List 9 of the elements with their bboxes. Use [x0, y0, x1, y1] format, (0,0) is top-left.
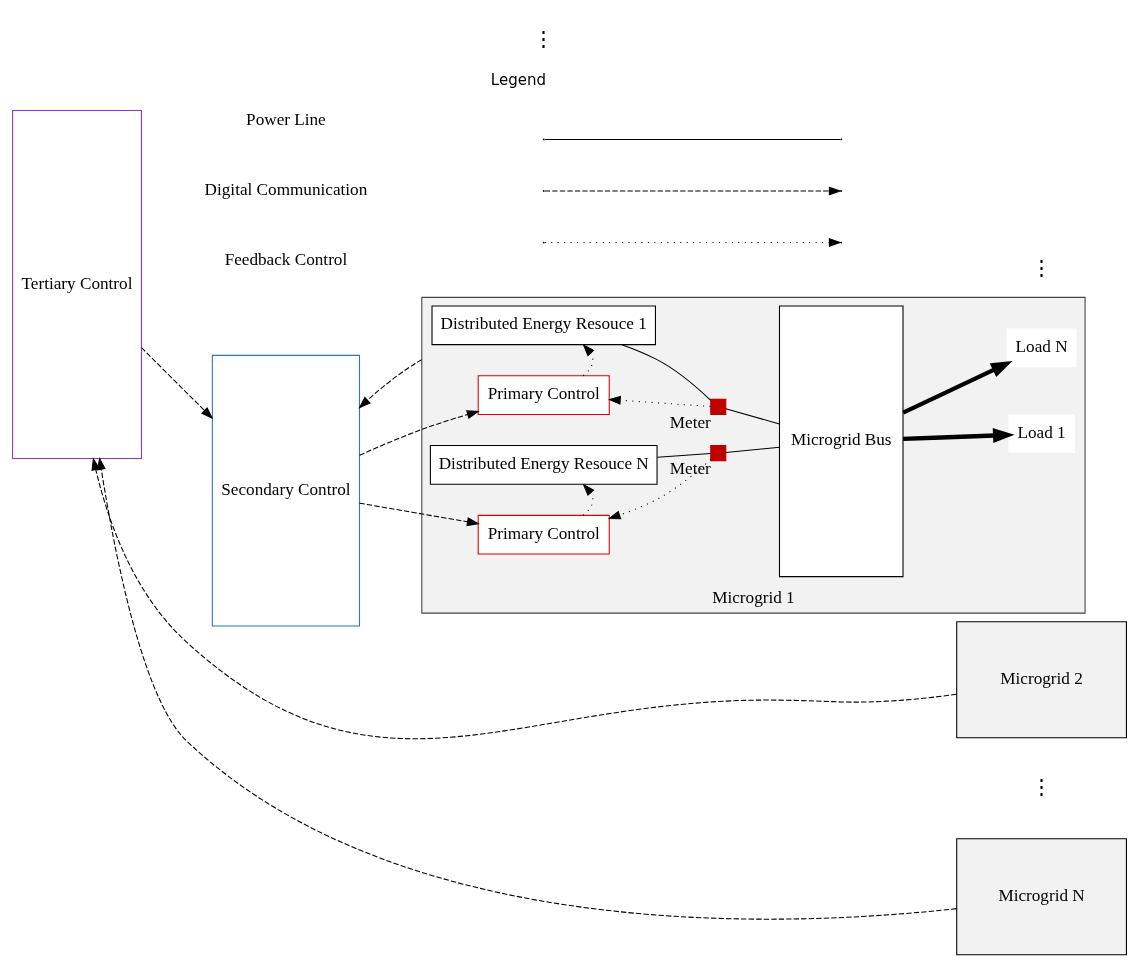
- legend-label: Feedback Control: [224, 249, 348, 269]
- label: ⋮: [533, 27, 555, 51]
- label: Legend: [490, 70, 546, 89]
- legend-label: Digital Communication: [204, 180, 368, 200]
- label: ⋮: [1031, 774, 1053, 799]
- node-label: Meter: [669, 459, 711, 479]
- node-label: Meter: [669, 413, 711, 433]
- legend-label: Power Line: [246, 110, 326, 130]
- label: ⋮: [1031, 255, 1053, 280]
